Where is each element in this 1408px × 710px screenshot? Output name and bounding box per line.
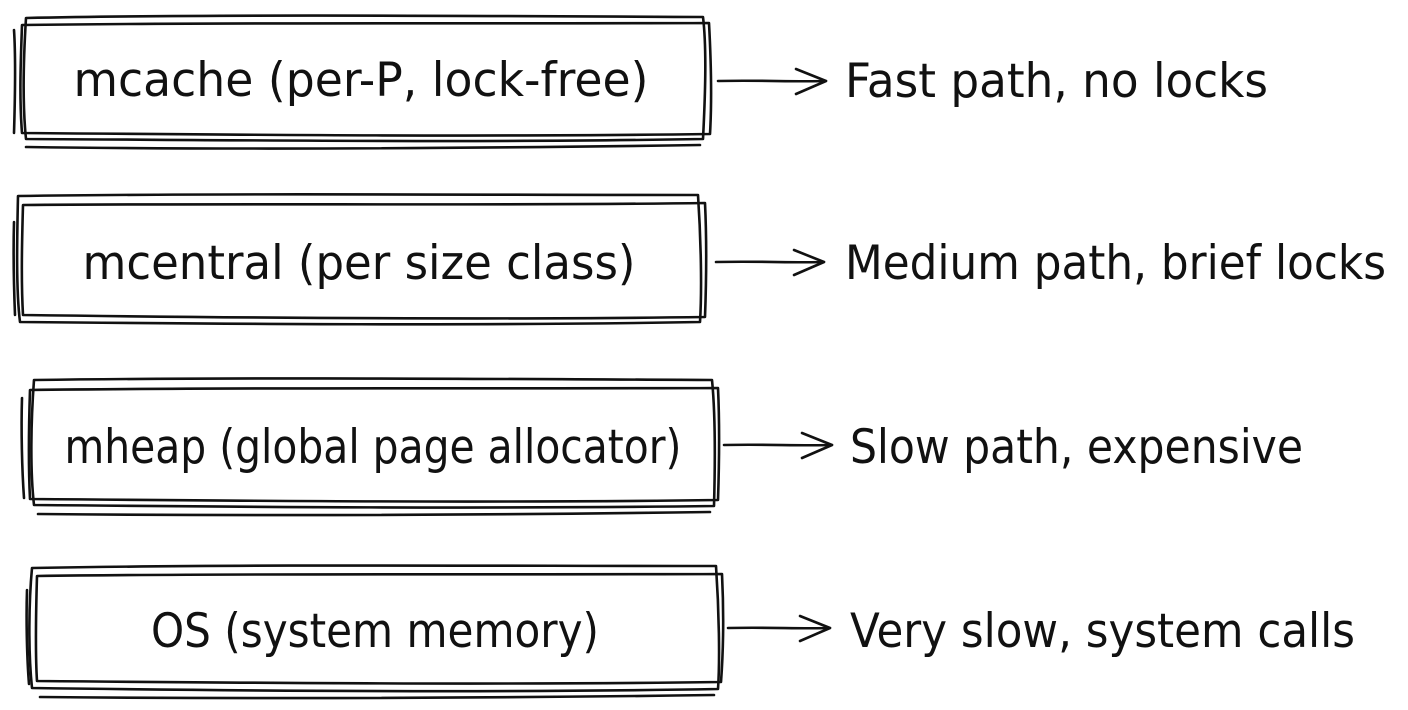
- os-description: Very slow, system calls: [850, 604, 1355, 659]
- mheap-box: [20, 377, 721, 517]
- mcache-description: Fast path, no locks: [845, 54, 1268, 109]
- layer-os: OS (system memory) Very slow, system cal…: [25, 564, 1355, 700]
- os-box: [25, 564, 725, 700]
- mheap-label: mheap (global page allocator): [65, 420, 682, 475]
- mcache-arrow: [716, 67, 828, 96]
- layer-mheap: mheap (global page allocator) Slow path,…: [20, 377, 1303, 517]
- mcentral-label: mcentral (per size class): [83, 236, 636, 291]
- layer-mcentral: mcentral (per size class) Medium path, b…: [12, 193, 1386, 326]
- os-label: OS (system memory): [151, 604, 599, 659]
- os-arrow: [726, 614, 832, 643]
- mcentral-description: Medium path, brief locks: [845, 236, 1386, 291]
- mcache-label: mcache (per-P, lock-free): [74, 53, 649, 108]
- layer-mcache: mcache (per-P, lock-free) Fast path, no …: [12, 14, 1268, 150]
- mheap-description: Slow path, expensive: [850, 420, 1303, 475]
- mcentral-box: [12, 193, 708, 326]
- mcentral-arrow: [714, 248, 826, 277]
- mcache-box: [12, 14, 713, 150]
- mheap-arrow: [722, 431, 834, 460]
